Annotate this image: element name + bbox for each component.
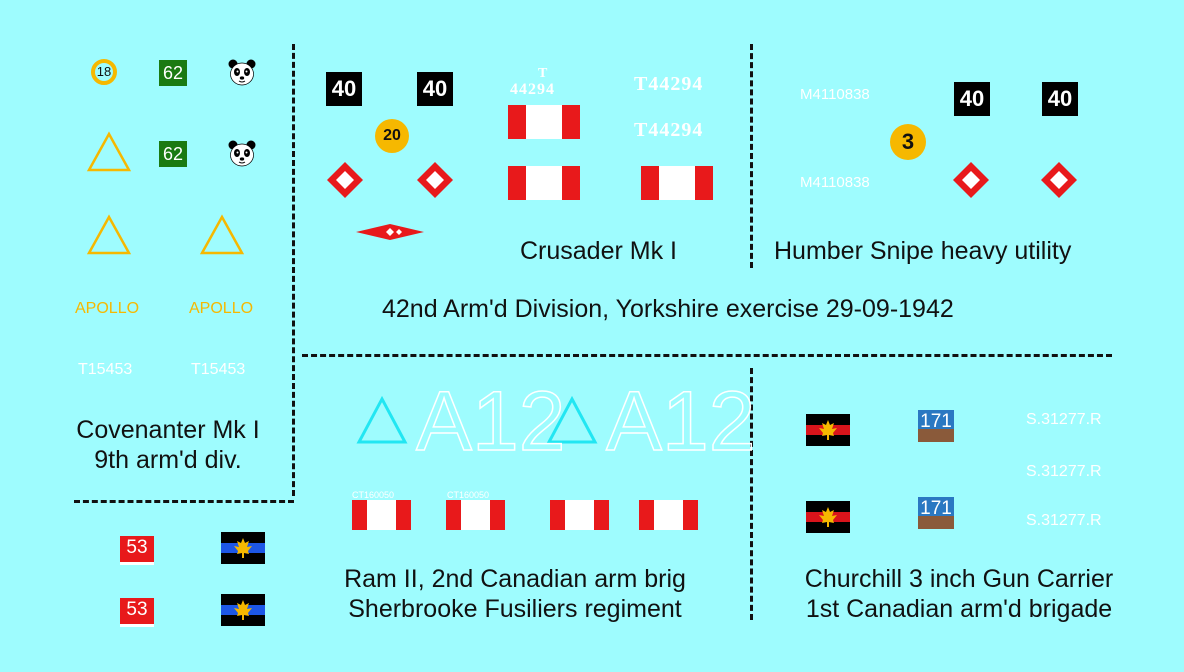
t44294-decal: T44294: [634, 73, 704, 95]
unit-171-decal: 171: [918, 410, 954, 442]
divider-left-bottom: [74, 500, 294, 503]
diamond-icon: [327, 162, 363, 198]
apollo-decal: APOLLO: [189, 300, 254, 317]
red-white-stripes-decal: [352, 500, 411, 530]
red-white-stripes-decal: [508, 105, 580, 139]
m4110838-decal: M4110838: [800, 174, 870, 191]
red-53-decal: 53: [120, 536, 154, 565]
black-40-decal: 40: [326, 72, 362, 106]
red-white-stripes-decal: [446, 500, 505, 530]
t15453-decal: T15453: [191, 361, 246, 378]
triangle-icon: [199, 214, 245, 255]
diamond-icon: [1041, 162, 1077, 198]
maple-leaf-icon: [221, 532, 265, 564]
m4110838-decal: M4110838: [800, 86, 870, 103]
a12-decal: A12: [605, 373, 756, 469]
diamond-icon: [417, 162, 453, 198]
diamond-icon: [953, 162, 989, 198]
red-53-decal: 53: [120, 598, 154, 627]
a12-decal: A12: [415, 373, 566, 469]
ct-number-decal: CT160050: [352, 490, 395, 500]
divider-bottom-middle: [750, 368, 753, 620]
panda-icon: [228, 140, 256, 167]
green-62-decal: 62: [159, 141, 187, 167]
humber-label: Humber Snipe heavy utility: [774, 237, 1072, 265]
crusader-label: Crusader Mk I: [520, 237, 677, 265]
t15453-decal: T15453: [78, 361, 133, 378]
maple-leaf-icon: [806, 414, 850, 446]
t44294-decal: T44294: [634, 119, 704, 141]
s31277-decal: S.31277.R: [1026, 411, 1102, 428]
unit-171-decal: 171: [918, 497, 954, 529]
diamond-icon: [356, 224, 424, 240]
ram-label: Ram II, 2nd Canadian arm brig Sherbrooke…: [344, 565, 686, 623]
green-62-decal: 62: [159, 60, 187, 86]
red-white-stripes-decal: [641, 166, 713, 200]
divider-left-vertical: [292, 44, 295, 496]
black-40-decal: 40: [417, 72, 453, 106]
svg-text:A12: A12: [606, 374, 755, 468]
circle-3-decal: 3: [890, 124, 926, 160]
covenanter-label: Covenanter Mk I 9th arm'd div.: [76, 416, 260, 474]
divider-middle-horizontal: [302, 354, 1112, 357]
apollo-decal: APOLLO: [75, 300, 140, 317]
svg-text:A12: A12: [416, 374, 565, 468]
s31277-decal: S.31277.R: [1026, 512, 1102, 529]
triangle-icon: [546, 395, 598, 444]
circle-18-decal: 18: [91, 59, 117, 85]
division-label: 42nd Arm'd Division, Yorkshire exercise …: [382, 295, 954, 323]
divider-top-middle: [750, 44, 753, 268]
panda-icon: [228, 59, 256, 86]
ct-number-decal: CT160050: [447, 490, 490, 500]
triangle-icon: [86, 214, 132, 255]
circle-20-decal: 20: [375, 119, 409, 153]
triangle-icon: [86, 131, 132, 172]
black-40-decal: 40: [1042, 82, 1078, 116]
red-white-stripes-decal: [639, 500, 698, 530]
t44294-small-decal: 44294: [510, 81, 555, 98]
churchill-label: Churchill 3 inch Gun Carrier 1st Canadia…: [804, 565, 1114, 623]
t44294-top-decal: T: [538, 66, 549, 81]
maple-leaf-icon: [221, 594, 265, 626]
red-white-stripes-decal: [550, 500, 609, 530]
s31277-decal: S.31277.R: [1026, 463, 1102, 480]
triangle-icon: [356, 395, 408, 444]
maple-leaf-icon: [806, 501, 850, 533]
black-40-decal: 40: [954, 82, 990, 116]
red-white-stripes-decal: [508, 166, 580, 200]
